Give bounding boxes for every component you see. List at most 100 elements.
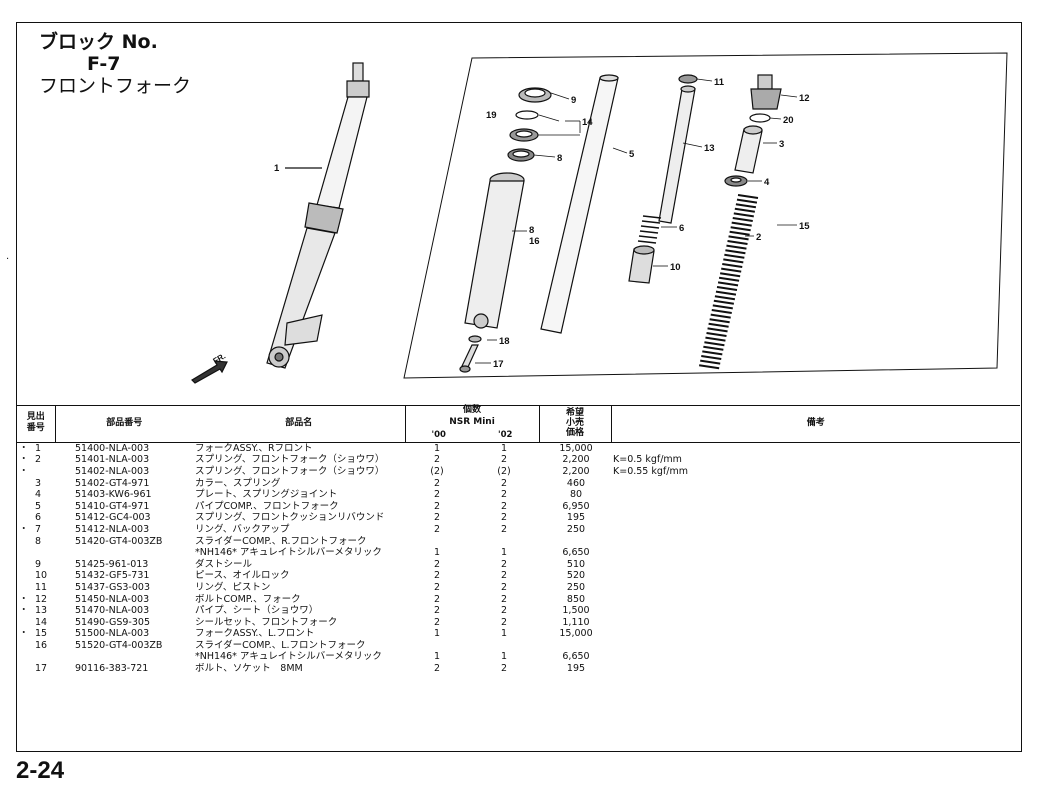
qty-02-cell: (2): [497, 465, 511, 477]
new-part-mark: ・: [19, 465, 29, 477]
ref-no-text: 5: [35, 500, 42, 512]
table-row: 3 51402-GT4-971 カラー、スプリング 2 2 460: [17, 478, 1020, 490]
header-remarks: 備考: [611, 405, 1020, 443]
qty-00-cell: 2: [433, 663, 441, 675]
part-name-cell: ボルトCOMP.、フォーク: [195, 593, 301, 605]
ref-no-cell: ・7: [17, 524, 55, 536]
part-number-cell: 51401-NLA-003: [75, 454, 150, 466]
remarks-cell: [611, 605, 1020, 617]
callout-16: 16: [529, 236, 540, 247]
ref-no-cell: 17: [17, 663, 55, 675]
price-cell: 250: [566, 523, 586, 535]
ref-no-text: 1: [35, 442, 42, 454]
qty-02-cell: [467, 640, 539, 652]
remarks-cell: [611, 478, 1020, 490]
qty-02-cell: 2: [500, 489, 508, 501]
qty-00-cell: 2: [433, 605, 441, 617]
ref-no-text: 16: [35, 639, 48, 651]
qty-00-cell: 2: [433, 570, 441, 582]
part-number-cell: 51432-GF5-731: [75, 570, 150, 582]
price-cell: 6,650: [562, 547, 590, 559]
new-part-mark: ・: [19, 628, 29, 640]
remarks-cell: [611, 524, 1020, 536]
ref-no-cell: ・13: [17, 605, 55, 617]
qty-02-cell: 2: [500, 523, 508, 535]
ref-no-text: 2: [35, 454, 42, 466]
part-name-cell: スライダーCOMP.、R.フロントフォーク: [195, 535, 367, 547]
qty-02-cell: [467, 536, 539, 548]
part-number-cell: 51412-NLA-003: [75, 523, 150, 535]
price-cell: [539, 536, 611, 548]
qty-00-cell: 2: [433, 489, 441, 501]
callout-17: 17: [493, 359, 504, 370]
ref-no-cell: ・: [17, 466, 55, 478]
price-cell: 850: [566, 593, 586, 605]
qty-02-cell: 2: [500, 477, 508, 489]
qty-02-cell: 2: [500, 605, 508, 617]
part-number-cell: [55, 651, 193, 663]
price-cell: 250: [566, 581, 586, 593]
remarks-cell: [611, 536, 1020, 548]
part-name-cell: シールセット、フロントフォーク: [195, 616, 338, 628]
part-name-cell: スプリング、フロントクッションリバウンド: [195, 512, 385, 524]
block-title: ブロック No. F-7 フロントフォーク: [39, 31, 191, 97]
remarks-cell: [611, 628, 1020, 640]
part-name-cell: リング、バックアップ: [195, 523, 290, 535]
callout-15: 15: [799, 221, 810, 232]
qty-00-cell: 2: [433, 593, 441, 605]
remarks-cell: [611, 559, 1020, 571]
ref-no-cell: 5: [17, 501, 55, 513]
price-cell: 2,200: [562, 465, 590, 477]
price-cell: 195: [566, 663, 586, 675]
ref-no-text: 7: [35, 523, 42, 535]
part-number-cell: 51412-GC4-003: [75, 512, 151, 524]
ref-no-text: 3: [35, 477, 42, 489]
callout-3: 3: [779, 139, 784, 150]
part-name-cell: リング、ピストン: [195, 581, 271, 593]
qty-00-cell: 2: [433, 523, 441, 535]
price-cell: 80: [569, 489, 583, 501]
qty-00-cell: 1: [433, 651, 441, 663]
block-name: フロントフォーク: [39, 75, 192, 97]
part-name-cell: スプリング、フロントフォーク（ショウワ）: [195, 454, 385, 466]
part-number-cell: 51402-GT4-971: [75, 477, 150, 489]
callout-2: 2: [756, 232, 761, 243]
qty-00-cell: 1: [433, 547, 441, 559]
qty-00-cell: 2: [433, 477, 441, 489]
part-number-cell: 51450-NLA-003: [75, 593, 150, 605]
price-cell: 15,000: [559, 628, 593, 640]
ref-no-cell: 14: [17, 617, 55, 629]
price-cell: 460: [566, 477, 586, 489]
header-year-02: '02: [498, 430, 513, 441]
part-number-cell: 51425-961-013: [75, 558, 149, 570]
qty-02-cell: 2: [500, 616, 508, 628]
part-name-cell: パイプCOMP.、フロントフォーク: [195, 500, 339, 512]
table-row: ・7 51412-NLA-003 リング、バックアップ 2 2 250: [17, 524, 1020, 536]
part-name-cell: スライダーCOMP.、L.フロントフォーク: [195, 639, 366, 651]
part-name-cell: フォークASSY.、Rフロント: [195, 442, 313, 454]
new-part-mark: ・: [19, 454, 29, 466]
part-number-cell: 90116-383-721: [75, 663, 149, 675]
callout-8a: 8: [557, 153, 562, 164]
part-name-cell: カラー、スプリング: [195, 477, 281, 489]
qty-02-cell: 2: [500, 581, 508, 593]
header-ref-no: 見出 番号: [17, 405, 56, 443]
remarks-cell: [611, 651, 1020, 663]
remarks-cell: [611, 442, 1020, 454]
fork-exploded-illustration: 1 9 19 14 8 5 11 13 12 20 3 4 6 2 15 10 …: [191, 52, 1008, 384]
callout-19: 19: [486, 110, 497, 121]
part-number-cell: 51470-NLA-003: [75, 605, 150, 617]
ref-no-cell: ・2: [17, 454, 55, 466]
callout-20: 20: [783, 115, 794, 126]
ref-no-cell: 10: [17, 570, 55, 582]
remarks-cell: [611, 489, 1020, 501]
ref-no-cell: [17, 547, 55, 559]
